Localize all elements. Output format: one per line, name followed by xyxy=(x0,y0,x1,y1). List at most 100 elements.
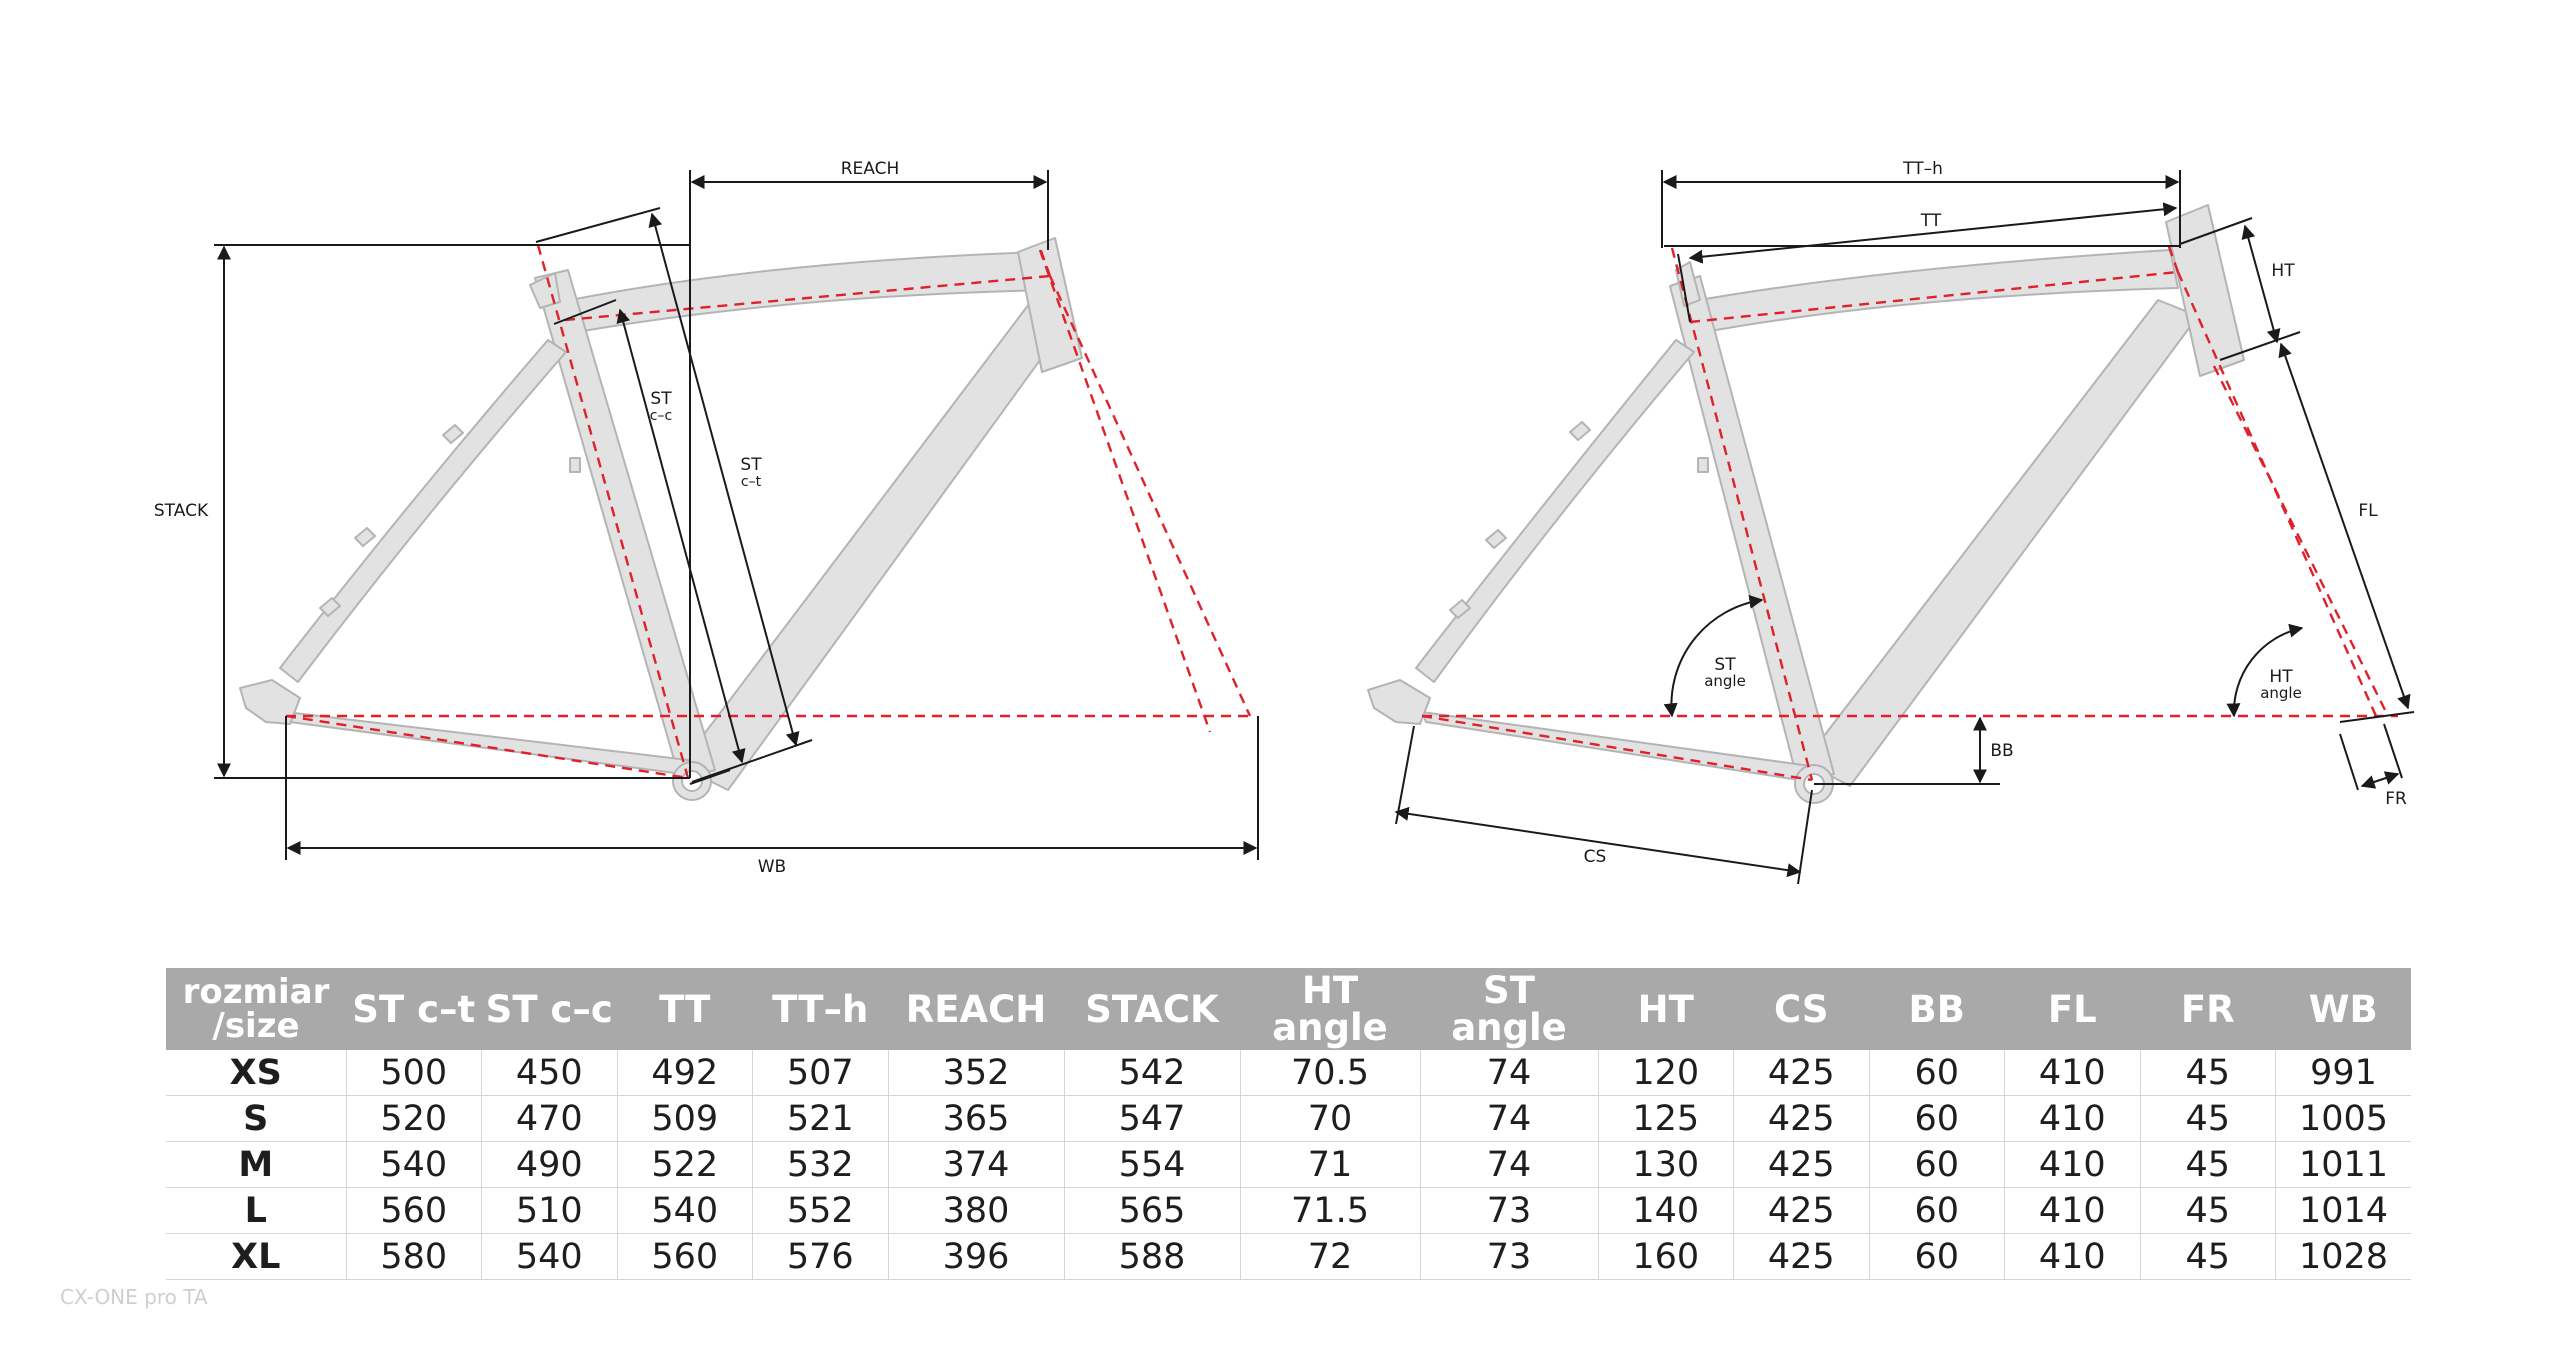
reach-label: REACH xyxy=(841,159,900,179)
cell-cs: 425 xyxy=(1733,1095,1869,1142)
left-dimension-lines xyxy=(214,170,1259,860)
cell-ht: 140 xyxy=(1597,1187,1734,1234)
cell-bb: 60 xyxy=(1868,1141,2005,1188)
right-frame-tubes xyxy=(1367,204,2245,804)
cell-reach: 365 xyxy=(887,1095,1064,1142)
table-row: XS 500 450 492 507 352 542 70.5 74 120 4… xyxy=(166,1050,2411,1096)
cell-size: L xyxy=(166,1187,346,1234)
cell-reach: 374 xyxy=(887,1141,1064,1188)
cell-st-angle: 74 xyxy=(1419,1050,1598,1096)
cell-st-ct: 500 xyxy=(345,1050,482,1096)
header-tt: TT xyxy=(617,968,753,1050)
cell-wb: 1011 xyxy=(2275,1141,2411,1188)
cell-size: M xyxy=(166,1141,346,1188)
st-ct-label-top: ST xyxy=(740,455,762,475)
table-row: L 560 510 540 552 380 565 71.5 73 140 42… xyxy=(166,1187,2411,1234)
header-wb: WB xyxy=(2275,968,2411,1050)
bb-label: BB xyxy=(1990,741,2013,761)
cell-ht-angle: 70 xyxy=(1239,1095,1420,1142)
model-footnote: CX-ONE pro TA xyxy=(60,1285,208,1309)
cell-st-cc: 510 xyxy=(481,1187,617,1234)
cell-wb: 991 xyxy=(2275,1050,2411,1096)
cell-cs: 425 xyxy=(1733,1187,1869,1234)
cell-bb: 60 xyxy=(1868,1095,2005,1142)
cell-bb: 60 xyxy=(1868,1233,2005,1280)
cell-st-ct: 540 xyxy=(345,1141,482,1188)
cell-st-cc: 540 xyxy=(481,1233,617,1280)
left-frame-drawing: REACH STACK WB ST c–c ST c–t xyxy=(154,159,1259,877)
cell-bb: 60 xyxy=(1868,1050,2005,1096)
table-row: XL 580 540 560 576 396 588 72 73 160 425… xyxy=(166,1233,2411,1280)
cell-fl: 410 xyxy=(2004,1141,2140,1188)
cell-bb: 60 xyxy=(1868,1187,2005,1234)
fl-label: FL xyxy=(2358,501,2378,521)
right-dimension-lines xyxy=(1394,170,2415,885)
cell-size: XL xyxy=(166,1233,346,1280)
cell-ht: 125 xyxy=(1597,1095,1734,1142)
cell-wb: 1005 xyxy=(2275,1095,2411,1142)
ht-label: HT xyxy=(2271,261,2295,281)
cell-ht-angle: 71.5 xyxy=(1239,1187,1420,1234)
cell-cs: 425 xyxy=(1733,1233,1869,1280)
tth-label: TT–h xyxy=(1902,159,1943,179)
cell-tth: 507 xyxy=(752,1050,888,1096)
cell-fl: 410 xyxy=(2004,1233,2140,1280)
right-dimension-labels: TT–h TT HT FL ST angle HT angle BB CS FR xyxy=(1584,159,2407,867)
cell-ht: 130 xyxy=(1597,1141,1734,1188)
header-fr: FR xyxy=(2140,968,2276,1050)
cell-cs: 425 xyxy=(1733,1050,1869,1096)
header-reach: REACH xyxy=(888,968,1064,1050)
right-frame-drawing: TT–h TT HT FL ST angle HT angle BB CS FR xyxy=(1367,159,2415,885)
cell-wb: 1028 xyxy=(2275,1233,2411,1280)
cell-fr: 45 xyxy=(2139,1050,2276,1096)
cell-fr: 45 xyxy=(2139,1095,2276,1142)
header-ht: HT xyxy=(1598,968,1734,1050)
cell-tt: 509 xyxy=(616,1095,753,1142)
left-dimension-labels: REACH STACK WB ST c–c ST c–t xyxy=(154,159,899,877)
cell-st-ct: 520 xyxy=(345,1095,482,1142)
cell-st-cc: 470 xyxy=(481,1095,617,1142)
header-bb: BB xyxy=(1869,968,2005,1050)
ht-angle-label-top: HT xyxy=(2269,667,2293,687)
cell-fl: 410 xyxy=(2004,1050,2140,1096)
st-cc-label-bottom: c–c xyxy=(650,408,672,424)
cell-reach: 396 xyxy=(887,1233,1064,1280)
cell-tth: 552 xyxy=(752,1187,888,1234)
cell-cs: 425 xyxy=(1733,1141,1869,1188)
cell-stack: 542 xyxy=(1063,1050,1240,1096)
cell-st-cc: 490 xyxy=(481,1141,617,1188)
cell-stack: 588 xyxy=(1063,1233,1240,1280)
stack-label: STACK xyxy=(154,501,209,521)
cell-ht-angle: 72 xyxy=(1239,1233,1420,1280)
table-header-row: rozmiar /size ST c–t ST c–c TT TT–h REAC… xyxy=(166,968,2411,1050)
cell-st-cc: 450 xyxy=(481,1050,617,1096)
cell-stack: 565 xyxy=(1063,1187,1240,1234)
cell-stack: 547 xyxy=(1063,1095,1240,1142)
geometry-diagram: REACH STACK WB ST c–c ST c–t xyxy=(154,159,2415,885)
cell-st-angle: 74 xyxy=(1419,1141,1598,1188)
st-angle-label-top: ST xyxy=(1714,655,1736,675)
cell-tth: 532 xyxy=(752,1141,888,1188)
cell-wb: 1014 xyxy=(2275,1187,2411,1234)
cell-ht-angle: 71 xyxy=(1239,1141,1420,1188)
cell-stack: 554 xyxy=(1063,1141,1240,1188)
cell-st-angle: 73 xyxy=(1419,1187,1598,1234)
cell-size: S xyxy=(166,1095,346,1142)
st-ct-label-bottom: c–t xyxy=(741,474,762,490)
cell-fr: 45 xyxy=(2139,1233,2276,1280)
cell-ht-angle: 70.5 xyxy=(1239,1050,1420,1096)
fr-label: FR xyxy=(2385,789,2407,809)
cell-tth: 576 xyxy=(752,1233,888,1280)
cell-fr: 45 xyxy=(2139,1141,2276,1188)
header-st-angle: ST angle xyxy=(1420,968,1598,1050)
cell-tt: 492 xyxy=(616,1050,753,1096)
cs-label: CS xyxy=(1584,847,1607,867)
header-ht-angle: HT angle xyxy=(1240,968,1420,1050)
cell-tt: 540 xyxy=(616,1187,753,1234)
cell-fr: 45 xyxy=(2139,1187,2276,1234)
header-tth: TT–h xyxy=(752,968,888,1050)
cell-size: XS xyxy=(166,1050,346,1096)
cell-st-angle: 74 xyxy=(1419,1095,1598,1142)
geometry-table: rozmiar /size ST c–t ST c–c TT TT–h REAC… xyxy=(166,968,2411,1280)
header-st-cc: ST c–c xyxy=(481,968,617,1050)
